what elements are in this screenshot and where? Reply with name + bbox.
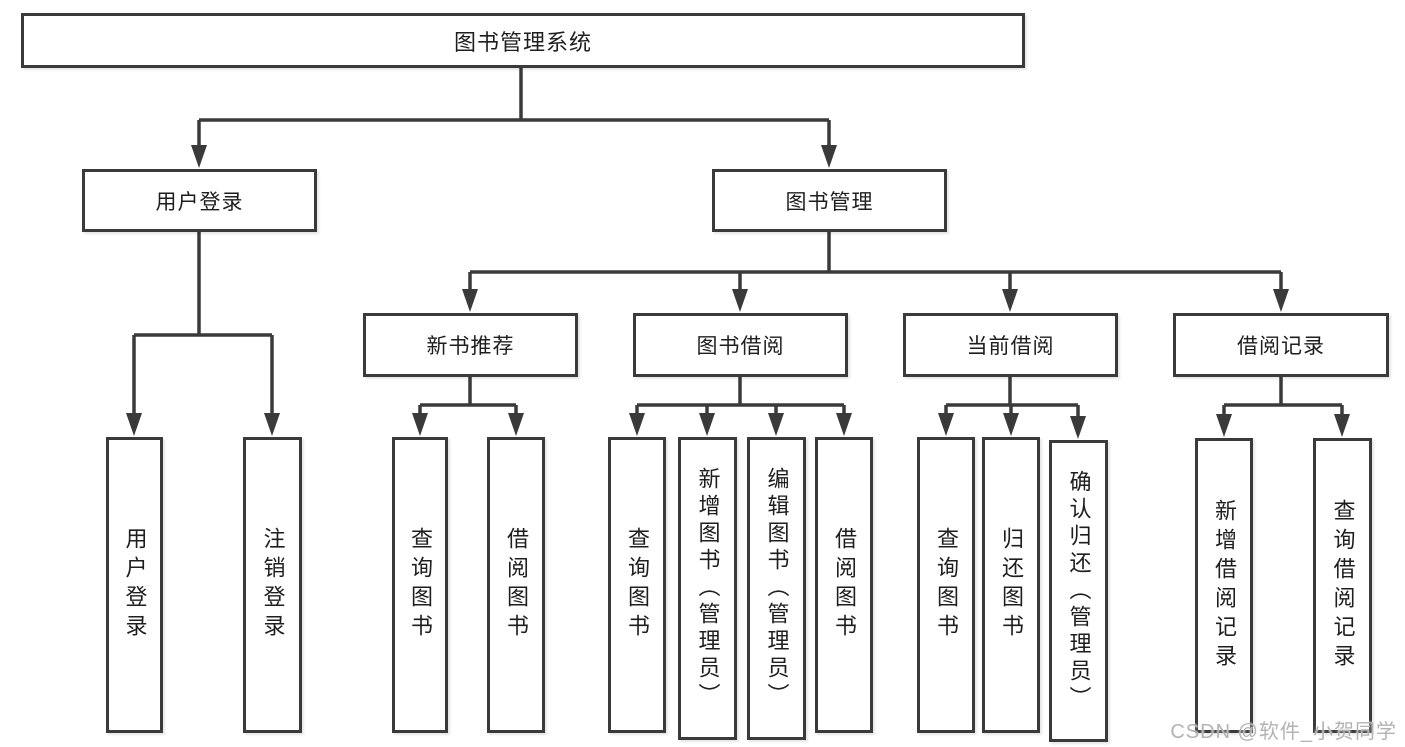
- arrowhead: [821, 145, 837, 168]
- arrowhead: [462, 289, 478, 312]
- node-user-login: 用户登录: [82, 169, 317, 232]
- leaf-logout: 注销登录: [243, 437, 302, 733]
- arrowhead: [1216, 414, 1232, 437]
- node-root-library-system: 图书管理系统: [21, 13, 1025, 68]
- leaf-query-borrow-record: 查询借阅记录: [1313, 438, 1372, 733]
- arrowhead: [191, 145, 207, 168]
- arrowhead: [938, 413, 954, 436]
- leaf-query-books-current: 查询图书: [917, 437, 975, 733]
- connector-root-to-level2: [197, 68, 831, 146]
- node-new-book-recommendation: 新书推荐: [363, 313, 578, 377]
- connector-userlogin-to-children: [132, 232, 274, 414]
- leaf-confirm-return-admin: 确认归还（管理员）: [1049, 440, 1108, 742]
- arrowhead: [732, 289, 748, 312]
- leaf-query-books-borrowing: 查询图书: [608, 437, 666, 733]
- arrowhead: [508, 413, 524, 436]
- leaf-add-borrow-record: 新增借阅记录: [1195, 438, 1253, 733]
- leaf-user-login: 用户登录: [106, 437, 163, 733]
- arrowhead: [768, 413, 784, 436]
- connector-current-to-leaves: [944, 377, 1080, 417]
- connector-bookmgmt-to-level3: [468, 232, 1283, 290]
- arrowhead: [412, 413, 428, 436]
- arrowhead: [629, 413, 645, 436]
- connector-newbook-to-leaves: [418, 377, 518, 414]
- arrowhead: [836, 413, 852, 436]
- node-book-management: 图书管理: [712, 169, 947, 232]
- connector-records-to-leaves: [1222, 377, 1344, 415]
- node-current-borrowing: 当前借阅: [903, 313, 1118, 377]
- arrowhead: [1273, 289, 1289, 312]
- arrowhead: [126, 413, 142, 436]
- leaf-borrow-books: 借阅图书: [815, 437, 873, 733]
- leaf-query-books-recommend: 查询图书: [392, 437, 448, 733]
- arrowhead: [1334, 414, 1350, 437]
- arrowhead: [699, 413, 715, 436]
- arrowhead: [264, 413, 280, 436]
- leaf-return-books: 归还图书: [982, 437, 1040, 733]
- leaf-borrow-books-recommend: 借阅图书: [487, 437, 545, 733]
- arrowhead: [1003, 413, 1019, 436]
- node-book-borrowing: 图书借阅: [633, 313, 848, 377]
- csdn-watermark: CSDN @软件_小贺同学: [1170, 721, 1397, 743]
- leaf-add-books-admin: 新增图书（管理员）: [678, 437, 737, 740]
- leaf-edit-books-admin: 编辑图书（管理员）: [747, 437, 806, 740]
- node-borrowing-records: 借阅记录: [1173, 313, 1389, 377]
- arrowhead: [1002, 289, 1018, 312]
- connector-borrow-to-leaves: [635, 377, 846, 414]
- arrowhead: [1070, 416, 1086, 439]
